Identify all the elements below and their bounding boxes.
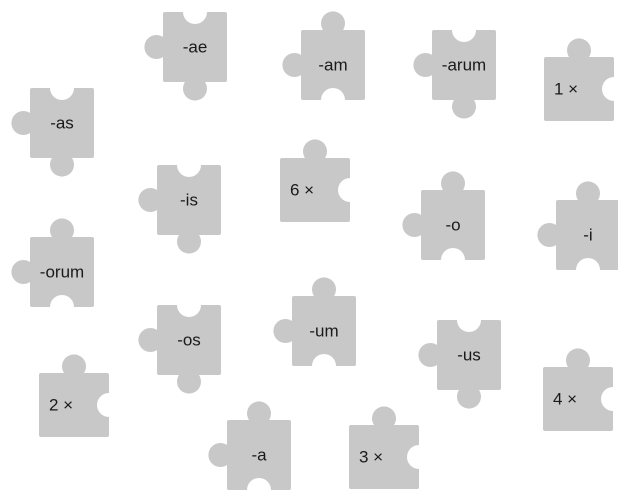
puzzle-piece-label: -o <box>445 217 460 234</box>
puzzle-piece-um[interactable]: -um <box>292 296 356 366</box>
puzzle-piece-a[interactable]: -a <box>227 420 291 490</box>
puzzle-piece-label: 2 × <box>49 397 73 414</box>
puzzle-piece-as[interactable]: -as <box>30 88 94 158</box>
puzzle-piece-is[interactable]: -is <box>157 165 221 235</box>
puzzle-piece-label: -am <box>318 57 347 74</box>
puzzle-piece-o[interactable]: -o <box>421 190 485 260</box>
puzzle-piece-i[interactable]: -i <box>556 200 618 270</box>
puzzle-piece-label: 3 × <box>359 449 383 466</box>
puzzle-piece-label: -um <box>309 323 338 340</box>
puzzle-piece-arum[interactable]: -arum <box>432 30 496 100</box>
puzzle-piece-label: -arum <box>442 57 486 74</box>
puzzle-piece-4-x[interactable]: 4 × <box>543 367 613 431</box>
puzzle-piece-label: -us <box>457 347 481 364</box>
puzzle-piece-label: 4 × <box>553 391 577 408</box>
puzzle-piece-am[interactable]: -am <box>301 30 365 100</box>
puzzle-piece-label: 1 × <box>554 81 578 98</box>
puzzle-piece-ae[interactable]: -ae <box>163 12 227 82</box>
puzzle-piece-label: -is <box>180 192 198 209</box>
puzzle-piece-label: 6 × <box>290 182 314 199</box>
puzzle-piece-label: -i <box>583 227 592 244</box>
puzzle-piece-3-x[interactable]: 3 × <box>349 425 419 489</box>
puzzle-piece-2-x[interactable]: 2 × <box>39 373 109 437</box>
puzzle-piece-6-x[interactable]: 6 × <box>280 158 350 222</box>
puzzle-piece-label: -os <box>177 332 201 349</box>
puzzle-piece-label: -as <box>50 115 74 132</box>
puzzle-piece-label: -a <box>251 447 266 464</box>
puzzle-piece-os[interactable]: -os <box>157 305 221 375</box>
puzzle-piece-label: -ae <box>183 39 208 56</box>
puzzle-piece-1-x[interactable]: 1 × <box>544 57 614 121</box>
puzzle-piece-us[interactable]: -us <box>437 320 501 390</box>
puzzle-piece-orum[interactable]: -orum <box>30 237 94 307</box>
puzzle-piece-label: -orum <box>40 264 84 281</box>
